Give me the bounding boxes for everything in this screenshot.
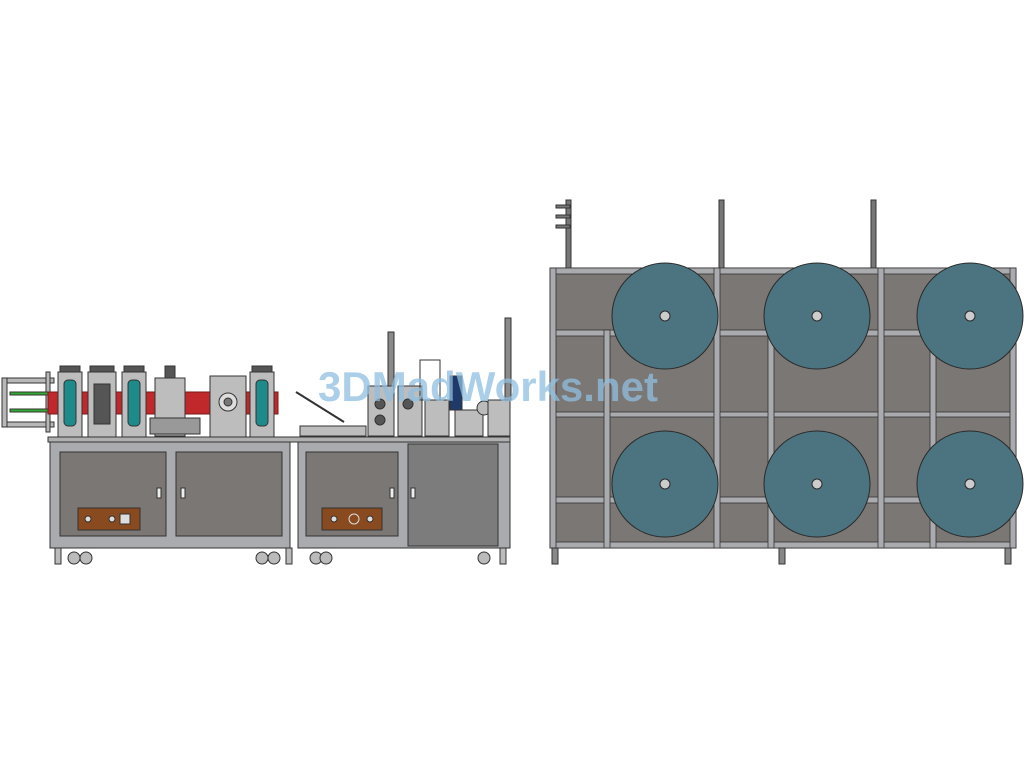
roller-station-1: [57, 365, 83, 439]
ear-loop-arm: [295, 391, 367, 437]
infeed-rack: [1, 371, 55, 433]
watermark: 3DMadWorks.net: [318, 363, 658, 410]
ear-loop-welders: [367, 317, 512, 437]
reel-stand-feet: [551, 547, 1012, 565]
production-line: [1, 317, 512, 565]
roller-station-2: [87, 365, 117, 439]
reel-4: [611, 430, 719, 538]
welding-station: [209, 375, 247, 439]
left-cabinet: [49, 441, 291, 549]
roller-station-3: [121, 365, 147, 439]
press-unit: [149, 365, 201, 437]
roller-station-4: [249, 365, 275, 439]
reels: [611, 262, 1024, 538]
reel-1: [611, 262, 719, 370]
reel-3: [916, 262, 1024, 370]
right-cabinet: [297, 441, 511, 549]
reel-6: [916, 430, 1024, 538]
right-control-panel: [321, 507, 383, 531]
reel-5: [763, 430, 871, 538]
reel-2: [763, 262, 871, 370]
reel-stand: [549, 199, 1024, 565]
worktop: [47, 436, 511, 443]
casters: [54, 547, 507, 565]
